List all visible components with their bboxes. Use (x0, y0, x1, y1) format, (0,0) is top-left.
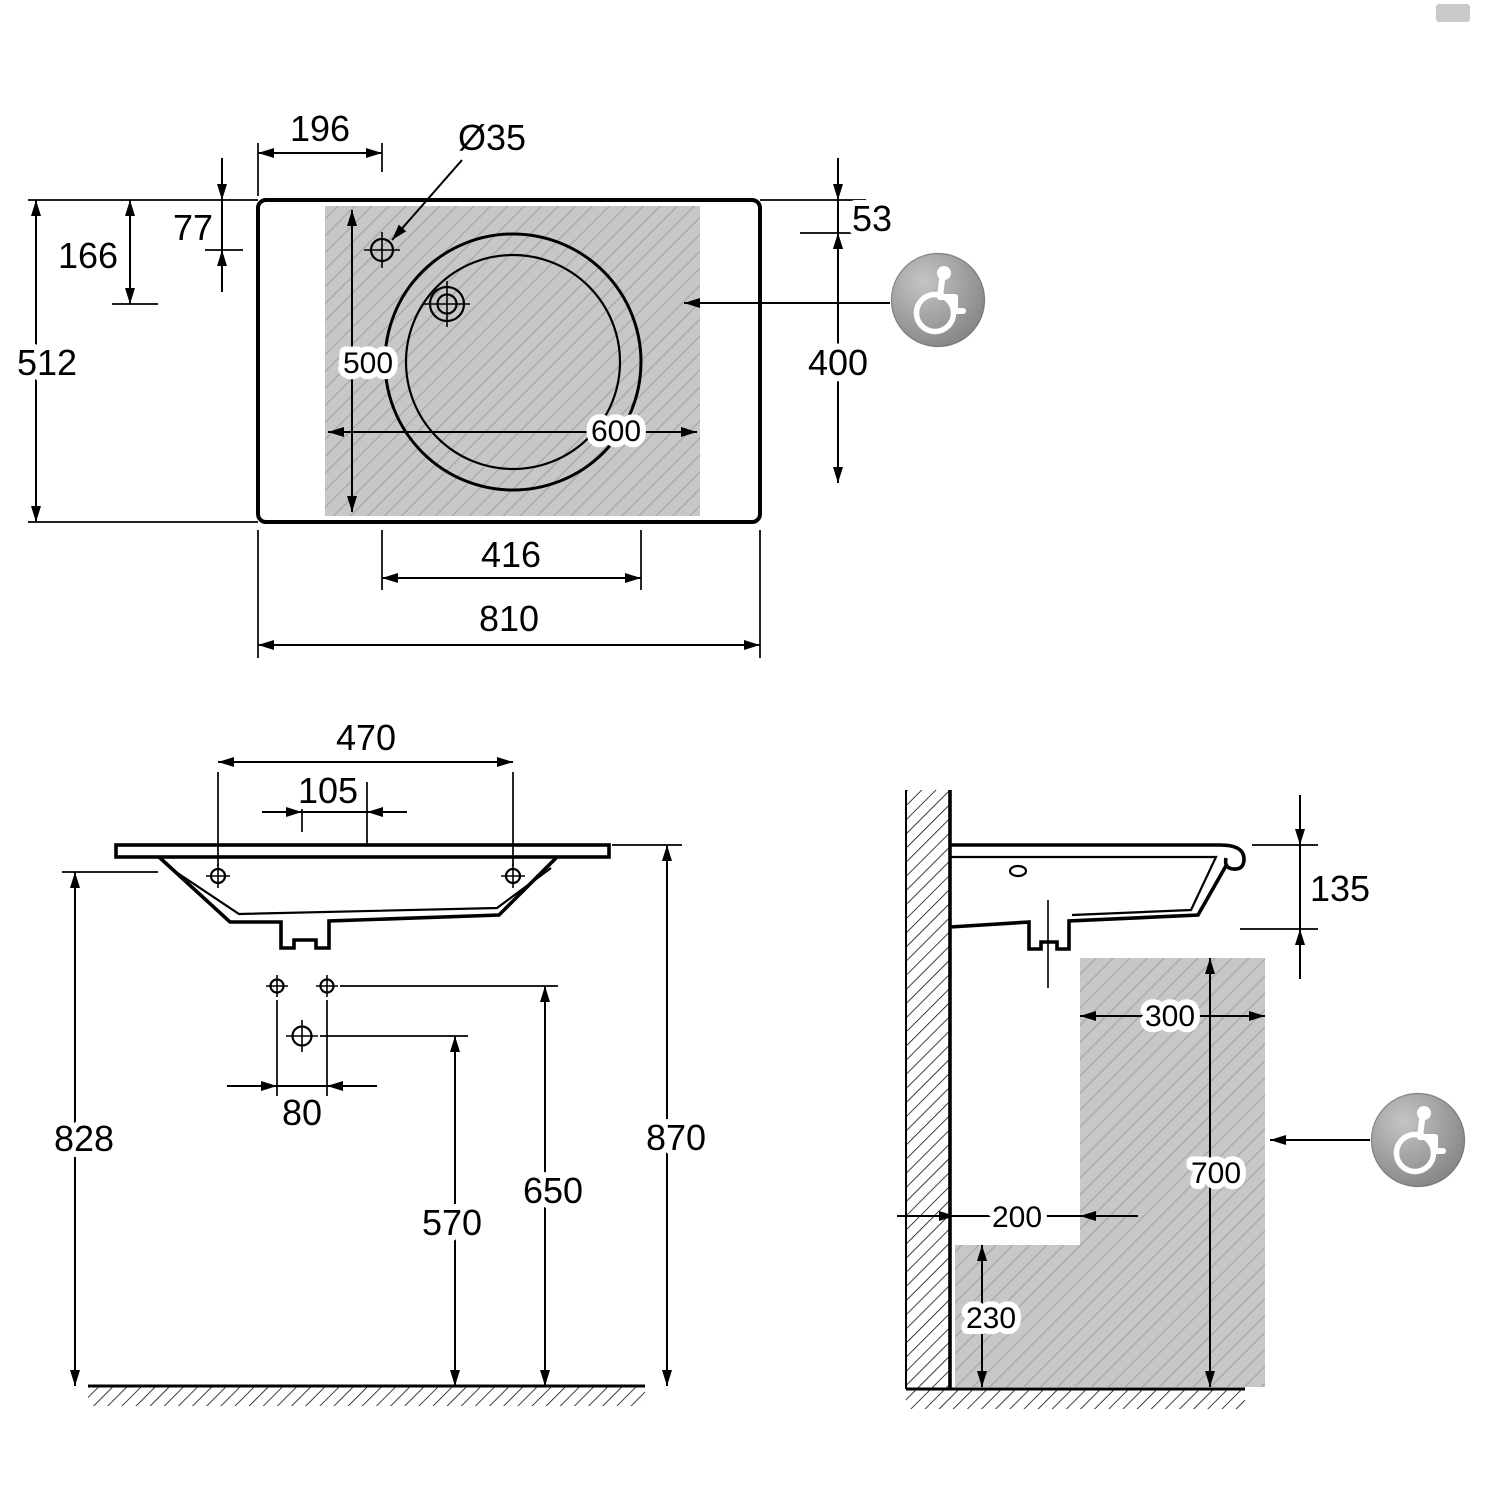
wall-section (905, 790, 952, 1389)
fixing-hole-right (501, 864, 525, 888)
basin-body-front (157, 855, 559, 950)
overflow-hole (424, 281, 470, 327)
dim-label-810: 810 (479, 598, 539, 639)
dim-zone-depth: 500 (337, 210, 399, 512)
anchor-bolt-left (266, 975, 288, 997)
dim-bolts-height: 650 (340, 985, 589, 1386)
dim-label-828: 828 (54, 1118, 114, 1159)
dim-label-470: 470 (336, 717, 396, 758)
top-view: 196 Ø35 77 166 512 (11, 108, 985, 658)
dim-drain-height: 570 (320, 1035, 488, 1386)
dim-bowl-width: 416 (381, 530, 642, 590)
dim-label-700: 700 (1191, 1157, 1241, 1190)
dim-toe-clearance-depth: 200 (897, 1195, 1138, 1240)
dim-hole-offset-x: 196 (257, 108, 383, 196)
dim-label-135: 135 (1310, 868, 1370, 909)
dim-overall-width: 810 (257, 530, 761, 658)
bowl-circle-inner (404, 253, 622, 471)
dim-drain-offset: 105 (262, 764, 407, 845)
anchor-bolt-right (316, 975, 338, 997)
dim-label-200: 200 (992, 1201, 1042, 1234)
dim-label-230: 230 (966, 1302, 1016, 1335)
side-view: 135 300 700 200 230 (897, 790, 1465, 1409)
dim-label-500: 500 (343, 347, 393, 380)
basin-outline-top (256, 198, 762, 524)
dim-label-400: 400 (808, 342, 868, 383)
logo-fragment (1436, 4, 1470, 22)
dim-zone-gap-top: 53 (760, 158, 898, 275)
accessible-zone-overlay-top (325, 206, 700, 516)
dim-label-650: 650 (523, 1170, 583, 1211)
fixing-hole-left (206, 864, 230, 888)
wheelchair-icon-top (891, 253, 985, 347)
dim-underside-height: 828 (48, 871, 158, 1386)
basin-rim-front (114, 843, 611, 859)
floor-front (88, 1384, 645, 1406)
dim-label-80: 80 (282, 1092, 322, 1133)
dim-basin-depth: 135 (1240, 795, 1376, 979)
dim-label-196: 196 (290, 108, 350, 149)
wheelchair-icon-side (1371, 1093, 1465, 1187)
dim-label-512: 512 (17, 342, 77, 383)
dim-label-300: 300 (1145, 1000, 1195, 1033)
dim-label-600: 600 (591, 415, 641, 448)
dim-zone-height: 400 (802, 233, 874, 483)
dim-label-416: 416 (481, 534, 541, 575)
faucet-hole-side (1008, 864, 1028, 878)
dim-rim-height: 870 (612, 844, 712, 1386)
dim-fixing-holes-span: 470 (217, 717, 514, 866)
floor-side (906, 1387, 1245, 1409)
dim-label-870: 870 (646, 1117, 706, 1158)
dim-label-570: 570 (422, 1202, 482, 1243)
dim-toe-clearance-height: 230 (960, 1245, 1022, 1387)
dim-label-77: 77 (173, 207, 213, 248)
dim-label-dia35: Ø35 (458, 117, 526, 158)
dim-knee-clearance-width: 300 (1080, 994, 1265, 1039)
drain-outlet (286, 1020, 318, 1052)
bowl-circle-outer (383, 232, 643, 492)
dim-label-53: 53 (852, 198, 892, 239)
dim-zone-width: 600 (328, 409, 697, 454)
faucet-hole (364, 232, 400, 268)
dim-hole-offset-y: 77 (167, 158, 243, 292)
dim-label-166: 166 (58, 235, 118, 276)
dim-label-105: 105 (298, 770, 358, 811)
dim-knee-clearance-height: 700 (1185, 958, 1247, 1387)
dim-second-hole-offset-y: 166 (52, 200, 158, 305)
basin-inner-front (169, 867, 552, 916)
dim-overall-depth: 512 (11, 199, 258, 523)
dim-bolts-span: 80 (227, 1000, 377, 1133)
basin-side-profile (949, 843, 1246, 988)
dim-hole-diameter: Ø35 (391, 117, 526, 241)
front-view: 470 105 828 870 650 (48, 717, 712, 1406)
clearance-zone-overlay (955, 958, 1265, 1387)
